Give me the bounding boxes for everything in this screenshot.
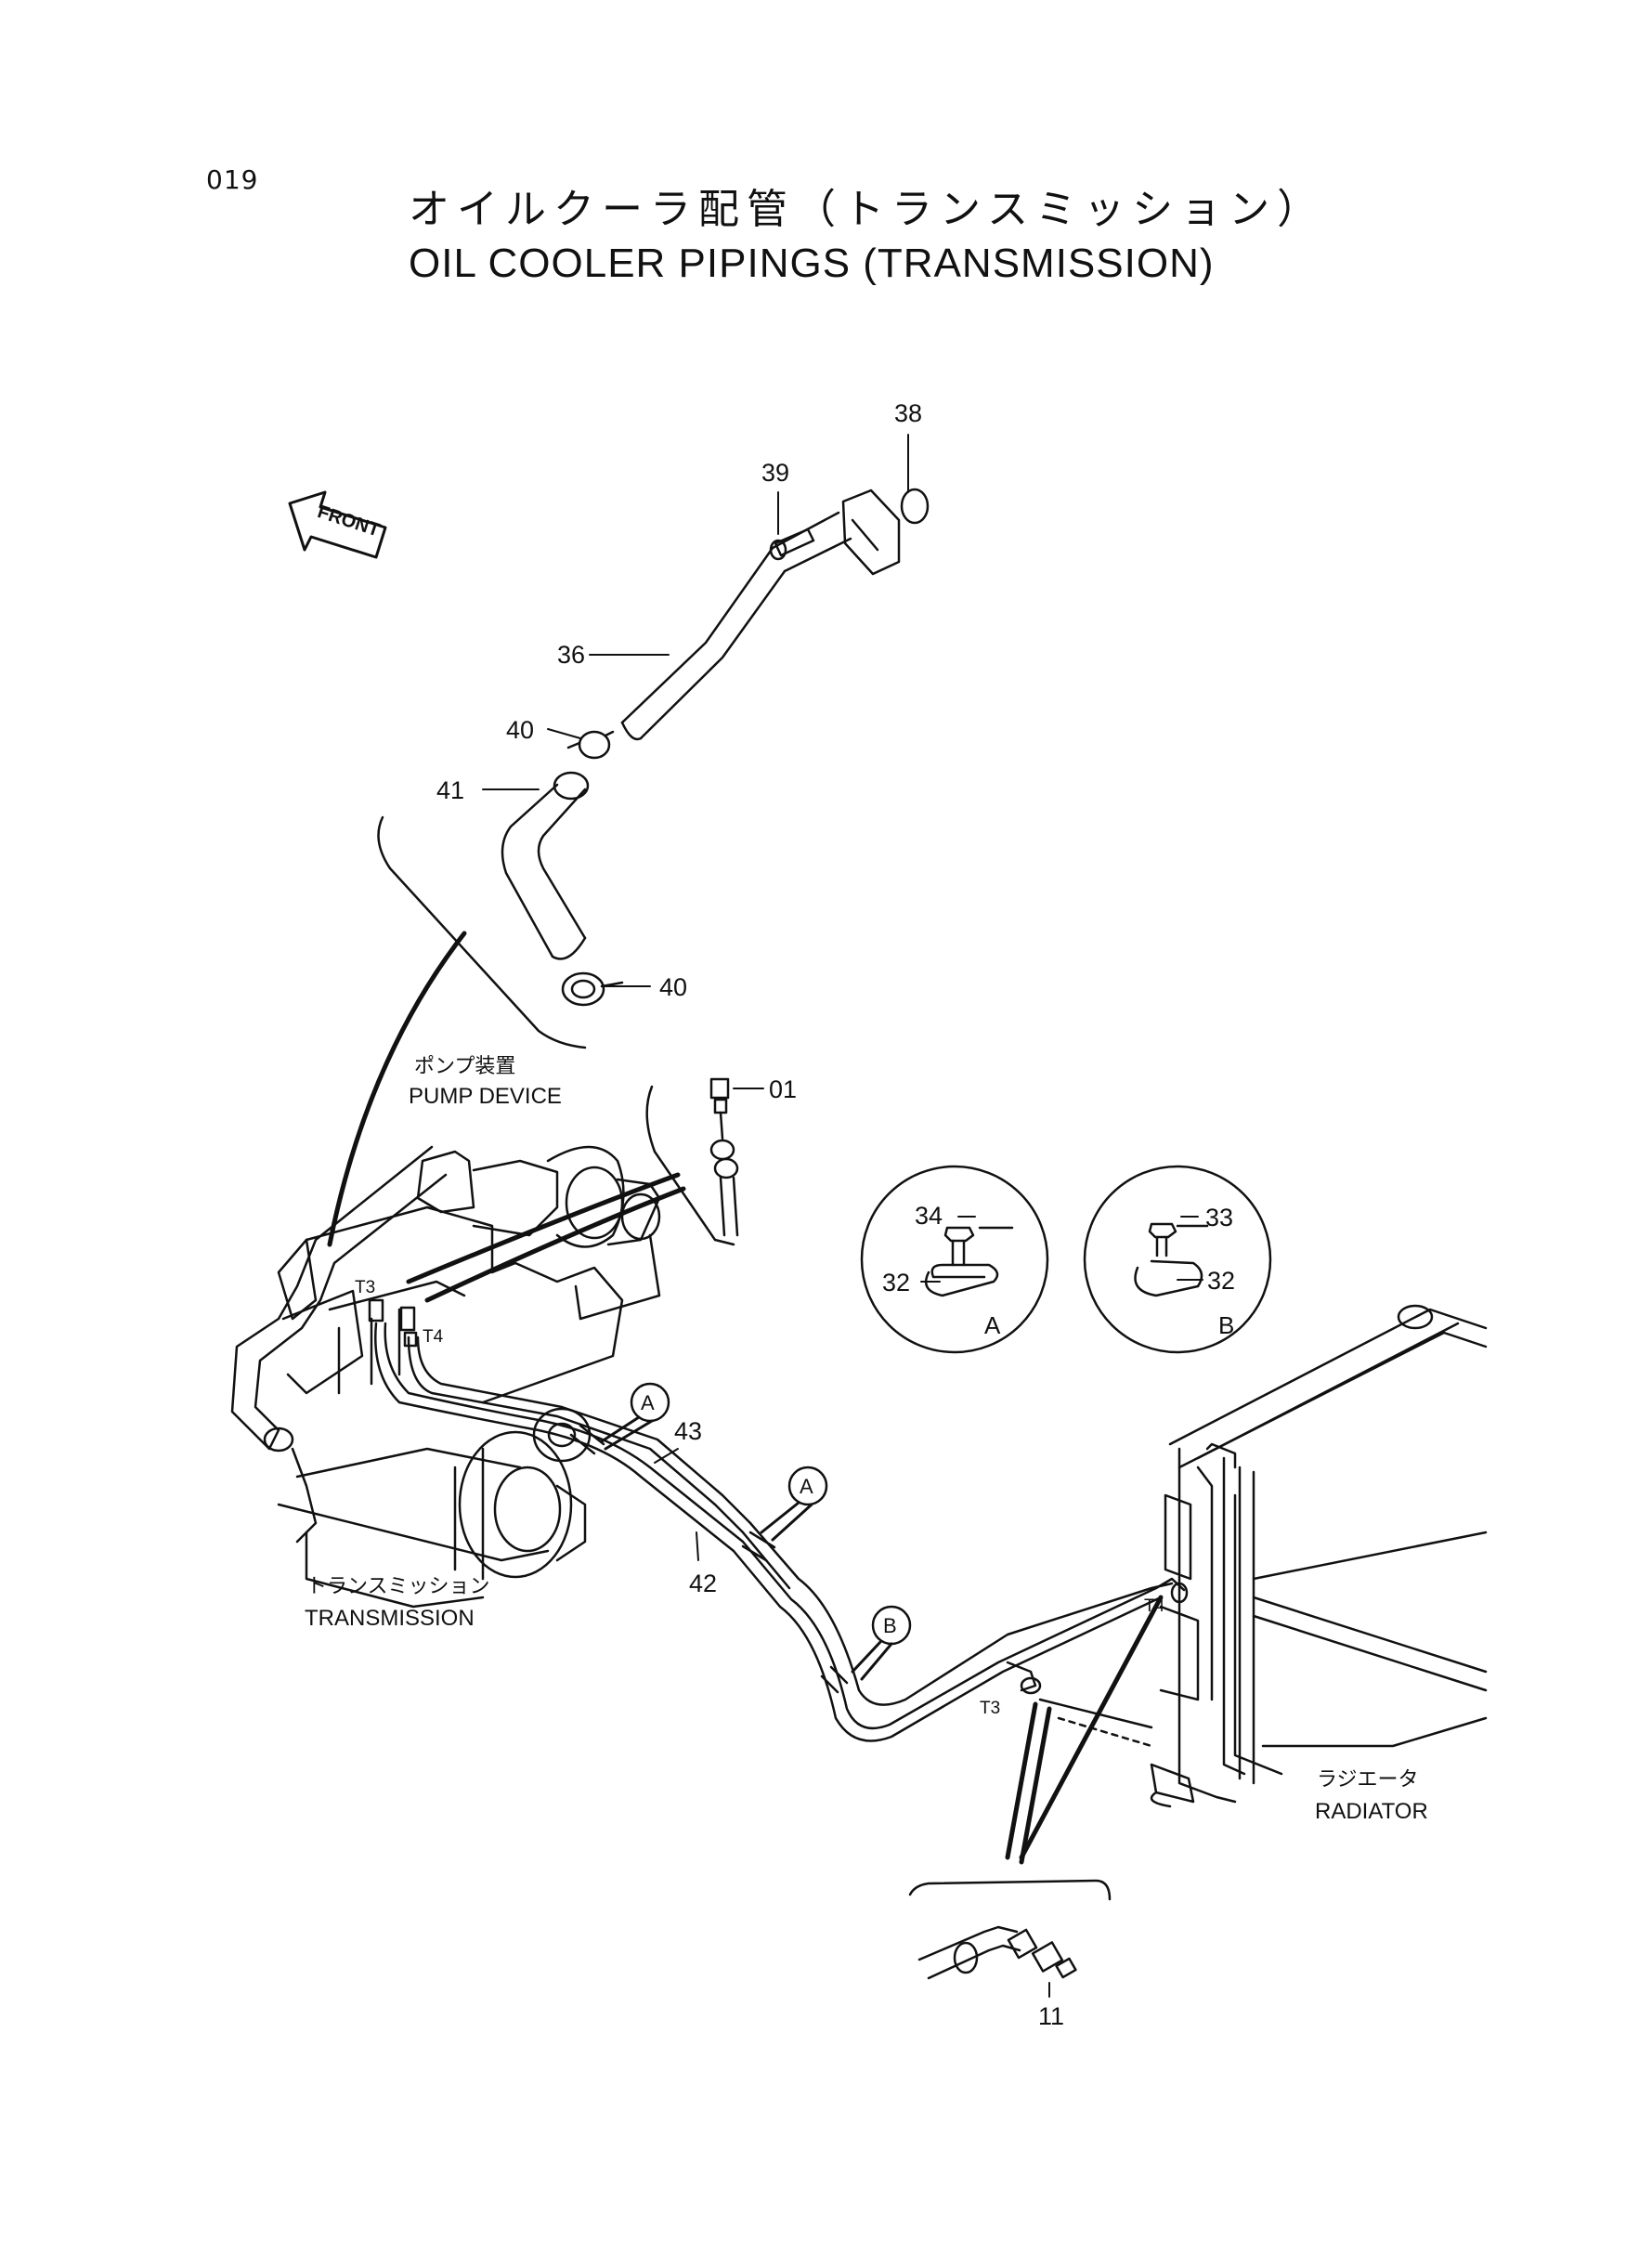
part-01: 01 xyxy=(769,1075,797,1103)
flange xyxy=(841,489,901,576)
bolt-39 xyxy=(774,528,815,557)
pipe-36 xyxy=(620,546,787,740)
fitting-01-detail xyxy=(406,1077,739,1303)
title-english: OIL COOLER PIPINGS (TRANSMISSION) xyxy=(409,241,1215,286)
radiator-label-jp: ラジエータ xyxy=(1317,1768,1419,1791)
radiator xyxy=(1038,1304,1488,1808)
detail-b xyxy=(1083,1165,1272,1354)
part-40-lower: 40 xyxy=(659,973,687,1001)
callout-bubbles xyxy=(600,1382,912,1681)
port-t3-radiator: T3 xyxy=(980,1699,1000,1718)
detail-b-label: B xyxy=(1218,1311,1234,1339)
port-t3-transmission: T3 xyxy=(355,1278,375,1297)
part-36: 36 xyxy=(557,641,585,669)
part-11: 11 xyxy=(1038,2002,1064,2030)
part-38: 38 xyxy=(894,399,922,427)
transmission-body xyxy=(230,1145,661,1609)
fitting-11-detail xyxy=(908,1595,1164,1980)
title-japanese: オイルクーラ配管（トランスミッション） xyxy=(409,186,1326,233)
transmission-label-jp: トランスミッション xyxy=(306,1575,490,1598)
callout-a-1: A xyxy=(641,1391,655,1414)
part-41: 41 xyxy=(436,776,464,804)
o-ring-38 xyxy=(900,488,930,525)
pump-device-label-jp: ポンプ装置 xyxy=(414,1055,515,1078)
front-arrow-icon: FRONT xyxy=(288,490,387,559)
front-label: FRONT xyxy=(315,502,382,541)
clamp-40-upper xyxy=(566,730,615,760)
clamp-40-lower xyxy=(561,971,624,1007)
transmission-label-en: TRANSMISSION xyxy=(305,1606,475,1631)
pump-device-label-en: PUMP DEVICE xyxy=(409,1084,562,1109)
part-32-a: 32 xyxy=(882,1269,910,1296)
page-number: 019 xyxy=(206,164,259,195)
radiator-label-en: RADIATOR xyxy=(1315,1799,1428,1824)
part-43: 43 xyxy=(674,1417,702,1445)
transmission-ports xyxy=(368,1298,418,1348)
oil-cooler-pipes xyxy=(374,1322,1189,1742)
part-33: 33 xyxy=(1205,1204,1233,1231)
part-40-upper: 40 xyxy=(506,716,534,744)
detail-leader xyxy=(327,931,467,1247)
leader-lines xyxy=(482,434,1203,1998)
pipe-36-assembly xyxy=(620,488,930,741)
detail-a-label: A xyxy=(984,1311,1001,1339)
part-34: 34 xyxy=(915,1202,943,1230)
part-42: 42 xyxy=(689,1570,717,1597)
detail-boundary xyxy=(377,815,587,1049)
detail-a xyxy=(860,1165,1049,1354)
callout-b-1: B xyxy=(883,1614,897,1637)
hose-41 xyxy=(501,771,590,960)
callout-a-2: A xyxy=(800,1475,813,1498)
port-t4-transmission: T4 xyxy=(423,1327,444,1347)
part-39: 39 xyxy=(761,459,789,487)
part-32-b: 32 xyxy=(1207,1267,1235,1295)
port-t4-radiator: T4 xyxy=(1144,1596,1165,1616)
